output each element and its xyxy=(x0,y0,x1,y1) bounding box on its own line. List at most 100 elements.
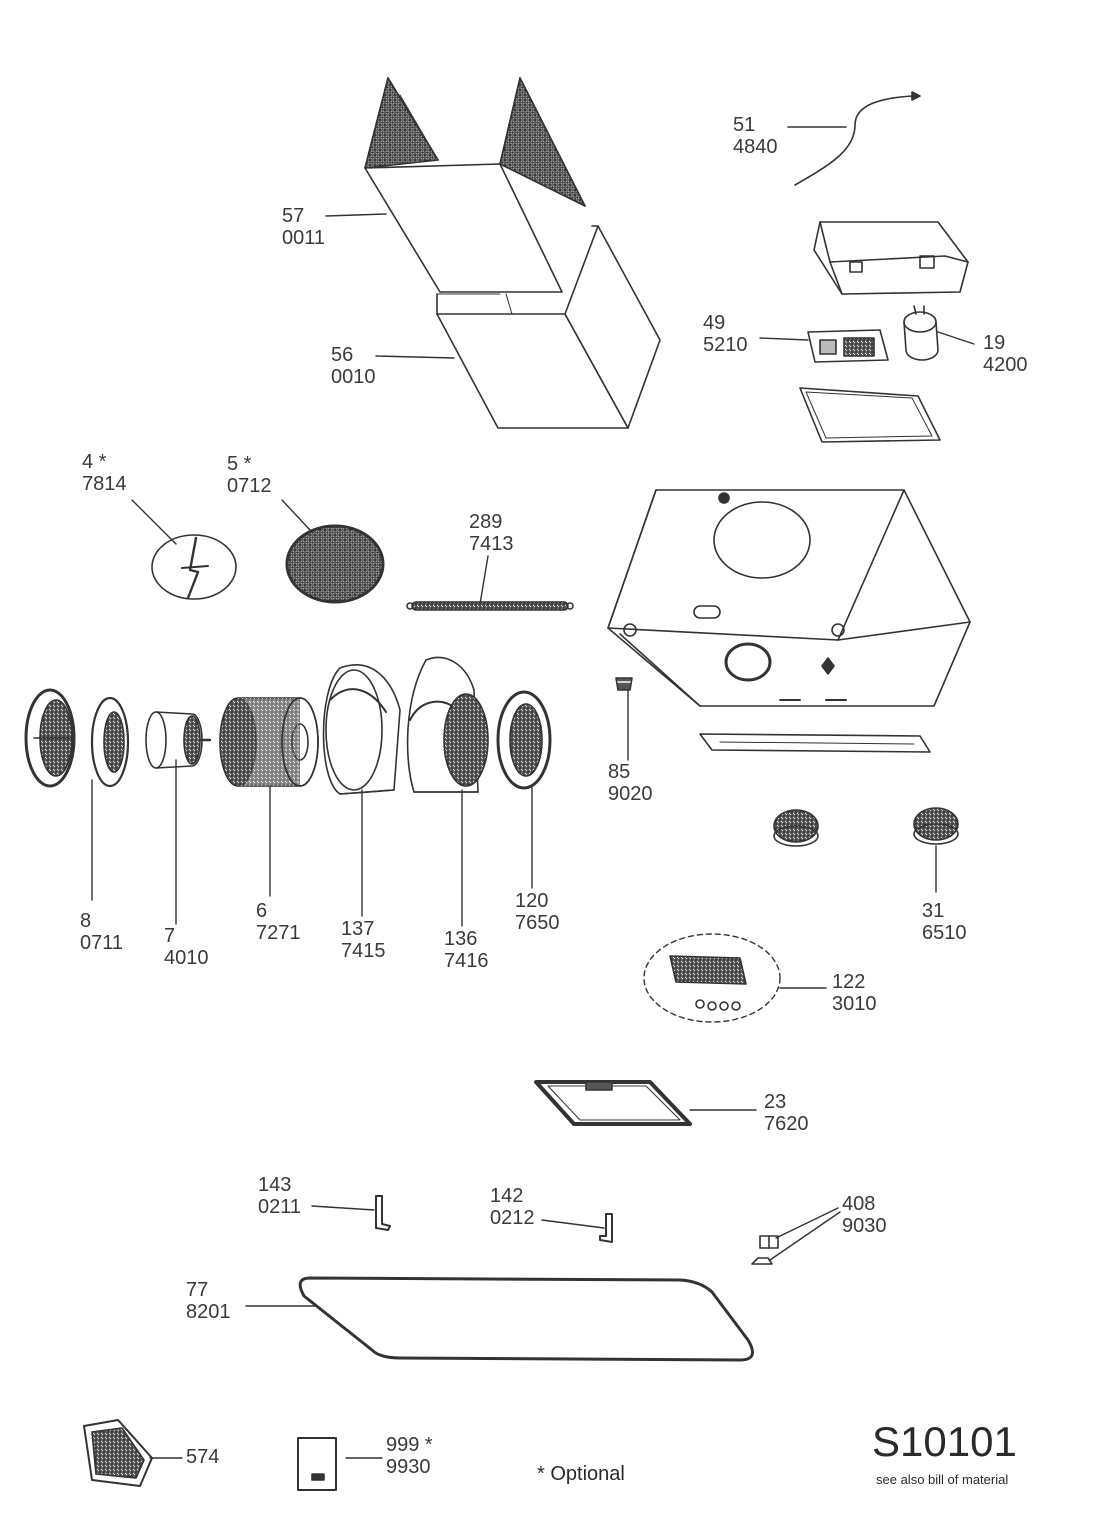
position-number: 56 xyxy=(331,344,354,366)
upper-chimney-drawing xyxy=(364,77,586,293)
part-label-screw-kit: 574 xyxy=(186,1446,219,1468)
fan-wheel-drawing xyxy=(219,697,319,787)
position-number: 142 xyxy=(490,1185,524,1207)
article-number: 0011 xyxy=(282,227,326,249)
position-number: 136 xyxy=(444,928,478,950)
scroll-housing-right-drawing xyxy=(406,656,489,793)
article-number: 4840 xyxy=(733,136,778,158)
light-rail-drawing xyxy=(699,733,931,753)
motor-drawing xyxy=(145,711,212,769)
position-number: 289 xyxy=(469,511,503,533)
position-number: 6 xyxy=(256,900,268,922)
article-number: 6510 xyxy=(922,922,967,944)
position-number: 57 xyxy=(282,205,305,227)
position-number: 137 xyxy=(341,918,375,940)
article-number: 0010 xyxy=(331,366,376,388)
switch-block-drawing xyxy=(643,933,781,1023)
article-number: 7814 xyxy=(82,473,127,495)
position-number: 31 xyxy=(922,900,945,922)
article-number: 9030 xyxy=(842,1215,887,1237)
bracket-left-drawing xyxy=(375,1195,391,1231)
optional-note: * Optional xyxy=(537,1463,625,1485)
scroll-housing-left-drawing xyxy=(322,664,401,795)
lamp-holder-drawing xyxy=(615,677,633,691)
article-number: 4010 xyxy=(164,947,209,969)
electronics-box-drawing xyxy=(813,221,969,295)
capacitor-drawing xyxy=(903,305,939,361)
power-cord-drawing xyxy=(794,91,921,186)
position-number: 122 xyxy=(832,971,866,993)
diagram-code: S10101 xyxy=(872,1418,1017,1465)
article-number: 9930 xyxy=(386,1456,431,1478)
part-label-carbon-filter: 5 *0712 xyxy=(227,453,272,497)
position-number: 4 * xyxy=(82,451,107,473)
board-cover-drawing xyxy=(799,387,941,443)
position-number: 143 xyxy=(258,1174,292,1196)
article-number: 9020 xyxy=(608,783,653,805)
position-number: 408 xyxy=(842,1193,876,1215)
article-number: 7650 xyxy=(515,912,560,934)
position-number: 7 xyxy=(164,925,176,947)
carbon-filter-drawing xyxy=(285,524,385,604)
article-number: 3010 xyxy=(832,993,877,1015)
position-number: 999 * xyxy=(386,1434,433,1456)
article-number: 7416 xyxy=(444,950,489,972)
clip-drawing xyxy=(751,1235,779,1265)
grease-filter-drawing xyxy=(534,1080,692,1126)
light-strip-drawing xyxy=(406,601,574,611)
article-number: 4200 xyxy=(983,354,1028,376)
intake-grille-right-drawing xyxy=(496,690,552,790)
position-number: 19 xyxy=(983,332,1006,354)
position-number: 23 xyxy=(764,1091,787,1113)
position-number: 77 xyxy=(186,1279,209,1301)
position-number: 120 xyxy=(515,890,549,912)
motor-plate-drawing xyxy=(90,696,130,788)
hood-body-drawing xyxy=(607,489,971,707)
article-number: 574 xyxy=(186,1446,220,1468)
glass-canopy-drawing xyxy=(298,1276,754,1362)
article-number: 7413 xyxy=(469,533,514,555)
lower-chimney-drawing xyxy=(436,225,661,429)
article-number: 0211 xyxy=(258,1196,302,1218)
article-number: 7620 xyxy=(764,1113,809,1135)
bill-of-material-note: see also bill of material xyxy=(876,1472,1009,1487)
screw-kit-drawing xyxy=(83,1419,153,1487)
part-label-check-valve: 4 *7814 xyxy=(82,451,127,495)
check-valve-drawing xyxy=(151,534,237,600)
leader-lines xyxy=(91,126,975,1459)
position-number: 51 xyxy=(733,114,756,136)
knobs-drawing xyxy=(773,807,959,847)
intake-grille-left-drawing xyxy=(24,688,76,788)
position-number: 8 xyxy=(80,910,92,932)
article-number: 5210 xyxy=(703,334,748,356)
article-number: 0212 xyxy=(490,1207,535,1229)
position-number: 85 xyxy=(608,761,631,783)
article-number: 0712 xyxy=(227,475,272,497)
article-number: 0711 xyxy=(80,932,124,954)
article-number: 8201 xyxy=(186,1301,231,1323)
article-number: 7415 xyxy=(341,940,386,962)
part-label-manual: 999 *9930 xyxy=(386,1434,433,1478)
position-number: 5 * xyxy=(227,453,252,475)
